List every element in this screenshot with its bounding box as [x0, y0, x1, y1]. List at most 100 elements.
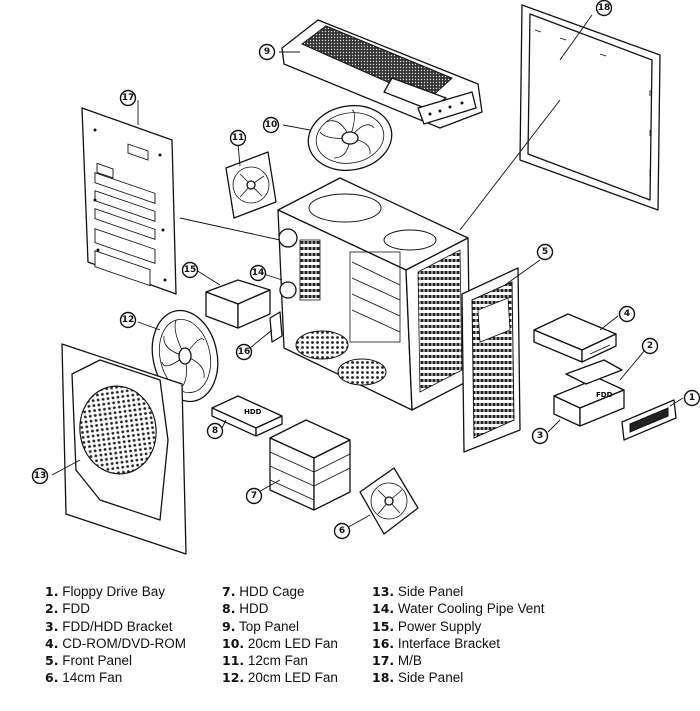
callout-15: 15 — [181, 261, 199, 279]
callout-number: 1 — [689, 393, 695, 403]
exploded-case-diagram: FDD HDD — [31, 0, 700, 555]
callout-number: 9 — [264, 47, 270, 57]
legend-number: 3. — [45, 618, 59, 634]
legend-item: 10. 20cm LED Fan — [222, 635, 372, 652]
chassis-body — [277, 177, 471, 411]
legend-item: 7. HDD Cage — [222, 583, 372, 600]
fdd-label: FDD — [596, 391, 613, 399]
callout-number: 14 — [252, 268, 265, 278]
callout-10: 10 — [262, 116, 280, 134]
callout-number: 4 — [624, 309, 630, 319]
legend-number: 12. — [222, 670, 245, 686]
legend-number: 5. — [45, 653, 59, 669]
legend-label: HDD — [235, 601, 269, 617]
callout-number: 16 — [238, 347, 251, 357]
legend-label: 20cm LED Fan — [244, 670, 338, 686]
callout-7: 7 — [245, 487, 263, 505]
top-fan-10 — [307, 105, 393, 171]
legend-number: 17. — [372, 653, 395, 669]
callout-16: 16 — [235, 343, 253, 361]
fan-14cm-6 — [359, 467, 419, 535]
legend-item: 12. 20cm LED Fan — [222, 669, 372, 686]
callout-number: 18 — [598, 3, 611, 13]
legend-number: 1. — [45, 584, 59, 599]
legend-label: 12cm Fan — [244, 653, 308, 669]
legend-number: 2. — [45, 601, 59, 617]
legend-number: 14. — [372, 601, 395, 617]
legend-label: Interface Bracket — [394, 635, 500, 651]
callout-number: 11 — [232, 133, 245, 143]
floppy-drive-bay-1 — [621, 399, 677, 441]
callout-18: 18 — [595, 0, 613, 17]
legend-number: 9. — [222, 618, 236, 634]
legend-item: 1. Floppy Drive Bay — [45, 583, 222, 600]
legend-label: Power Supply — [394, 618, 482, 634]
side-panel-13 — [61, 343, 187, 555]
legend-item: 6. 14cm Fan — [45, 669, 222, 686]
callout-number: 17 — [122, 93, 135, 103]
callout-2: 2 — [641, 337, 659, 355]
legend-number: 11. — [222, 653, 245, 669]
legend-number: 4. — [45, 635, 59, 651]
legend-label: FDD — [58, 601, 90, 617]
legend-item: 9. Top Panel — [222, 618, 372, 635]
legend-item: 13. Side Panel — [372, 583, 622, 600]
callout-number: 3 — [537, 431, 543, 441]
power-supply-15 — [205, 279, 271, 329]
legend-label: Side Panel — [394, 584, 464, 599]
legend-label: Floppy Drive Bay — [58, 584, 165, 599]
legend-number: 13. — [372, 584, 395, 599]
callout-number: 15 — [184, 265, 197, 275]
callout-number: 5 — [542, 247, 548, 257]
legend-number: 6. — [45, 670, 59, 686]
legend-item: 15. Power Supply — [372, 618, 622, 635]
callout-12: 12 — [119, 311, 137, 329]
legend-number: 18. — [372, 670, 395, 686]
leader-lines — [51, 14, 684, 531]
callout-14: 14 — [249, 264, 267, 282]
callout-number: 8 — [212, 426, 218, 436]
legend-number: 10. — [222, 635, 245, 651]
legend-item: 17. M/B — [372, 652, 622, 669]
callout-1: 1 — [683, 389, 700, 407]
front-panel-5 — [461, 267, 521, 453]
callout-8: 8 — [206, 422, 224, 440]
legend-label: M/B — [394, 653, 422, 669]
callout-9: 9 — [258, 43, 276, 61]
legend-label: Top Panel — [235, 618, 300, 634]
callout-11: 11 — [229, 129, 247, 147]
callout-number: 7 — [251, 491, 257, 501]
callout-number: 6 — [339, 526, 345, 536]
legend-item: 8. HDD — [222, 600, 372, 617]
hdd-8: HDD — [211, 395, 283, 437]
callout-3: 3 — [531, 427, 549, 445]
interface-bracket-16 — [269, 311, 283, 343]
legend-label: HDD Cage — [235, 584, 305, 599]
callout-5: 5 — [536, 243, 554, 261]
callout-number: 10 — [265, 120, 278, 130]
top-panel-9 — [281, 19, 483, 129]
legend-item: 3. FDD/HDD Bracket — [45, 618, 222, 635]
legend-label: CD-ROM/DVD-ROM — [58, 635, 186, 651]
hdd-label: HDD — [244, 408, 262, 416]
legend-item: 2. FDD — [45, 600, 222, 617]
legend-item: 5. Front Panel — [45, 652, 222, 669]
legend-item: 14. Water Cooling Pipe Vent — [372, 600, 622, 617]
callout-17: 17 — [119, 89, 137, 107]
legend-label: Water Cooling Pipe Vent — [394, 601, 545, 617]
legend-number: 15. — [372, 618, 395, 634]
callout-4: 4 — [618, 305, 636, 323]
fan-12cm-11 — [225, 151, 277, 219]
callout-number: 2 — [647, 341, 653, 351]
legend-number: 8. — [222, 601, 236, 617]
callout-13: 13 — [31, 467, 49, 485]
legend-item: 18. Side Panel — [372, 669, 622, 686]
motherboard-tray-17 — [81, 107, 177, 295]
legend-item: 11. 12cm Fan — [222, 652, 372, 669]
side-panel-18 — [519, 4, 661, 211]
cdrom-drive-4 — [533, 313, 617, 363]
